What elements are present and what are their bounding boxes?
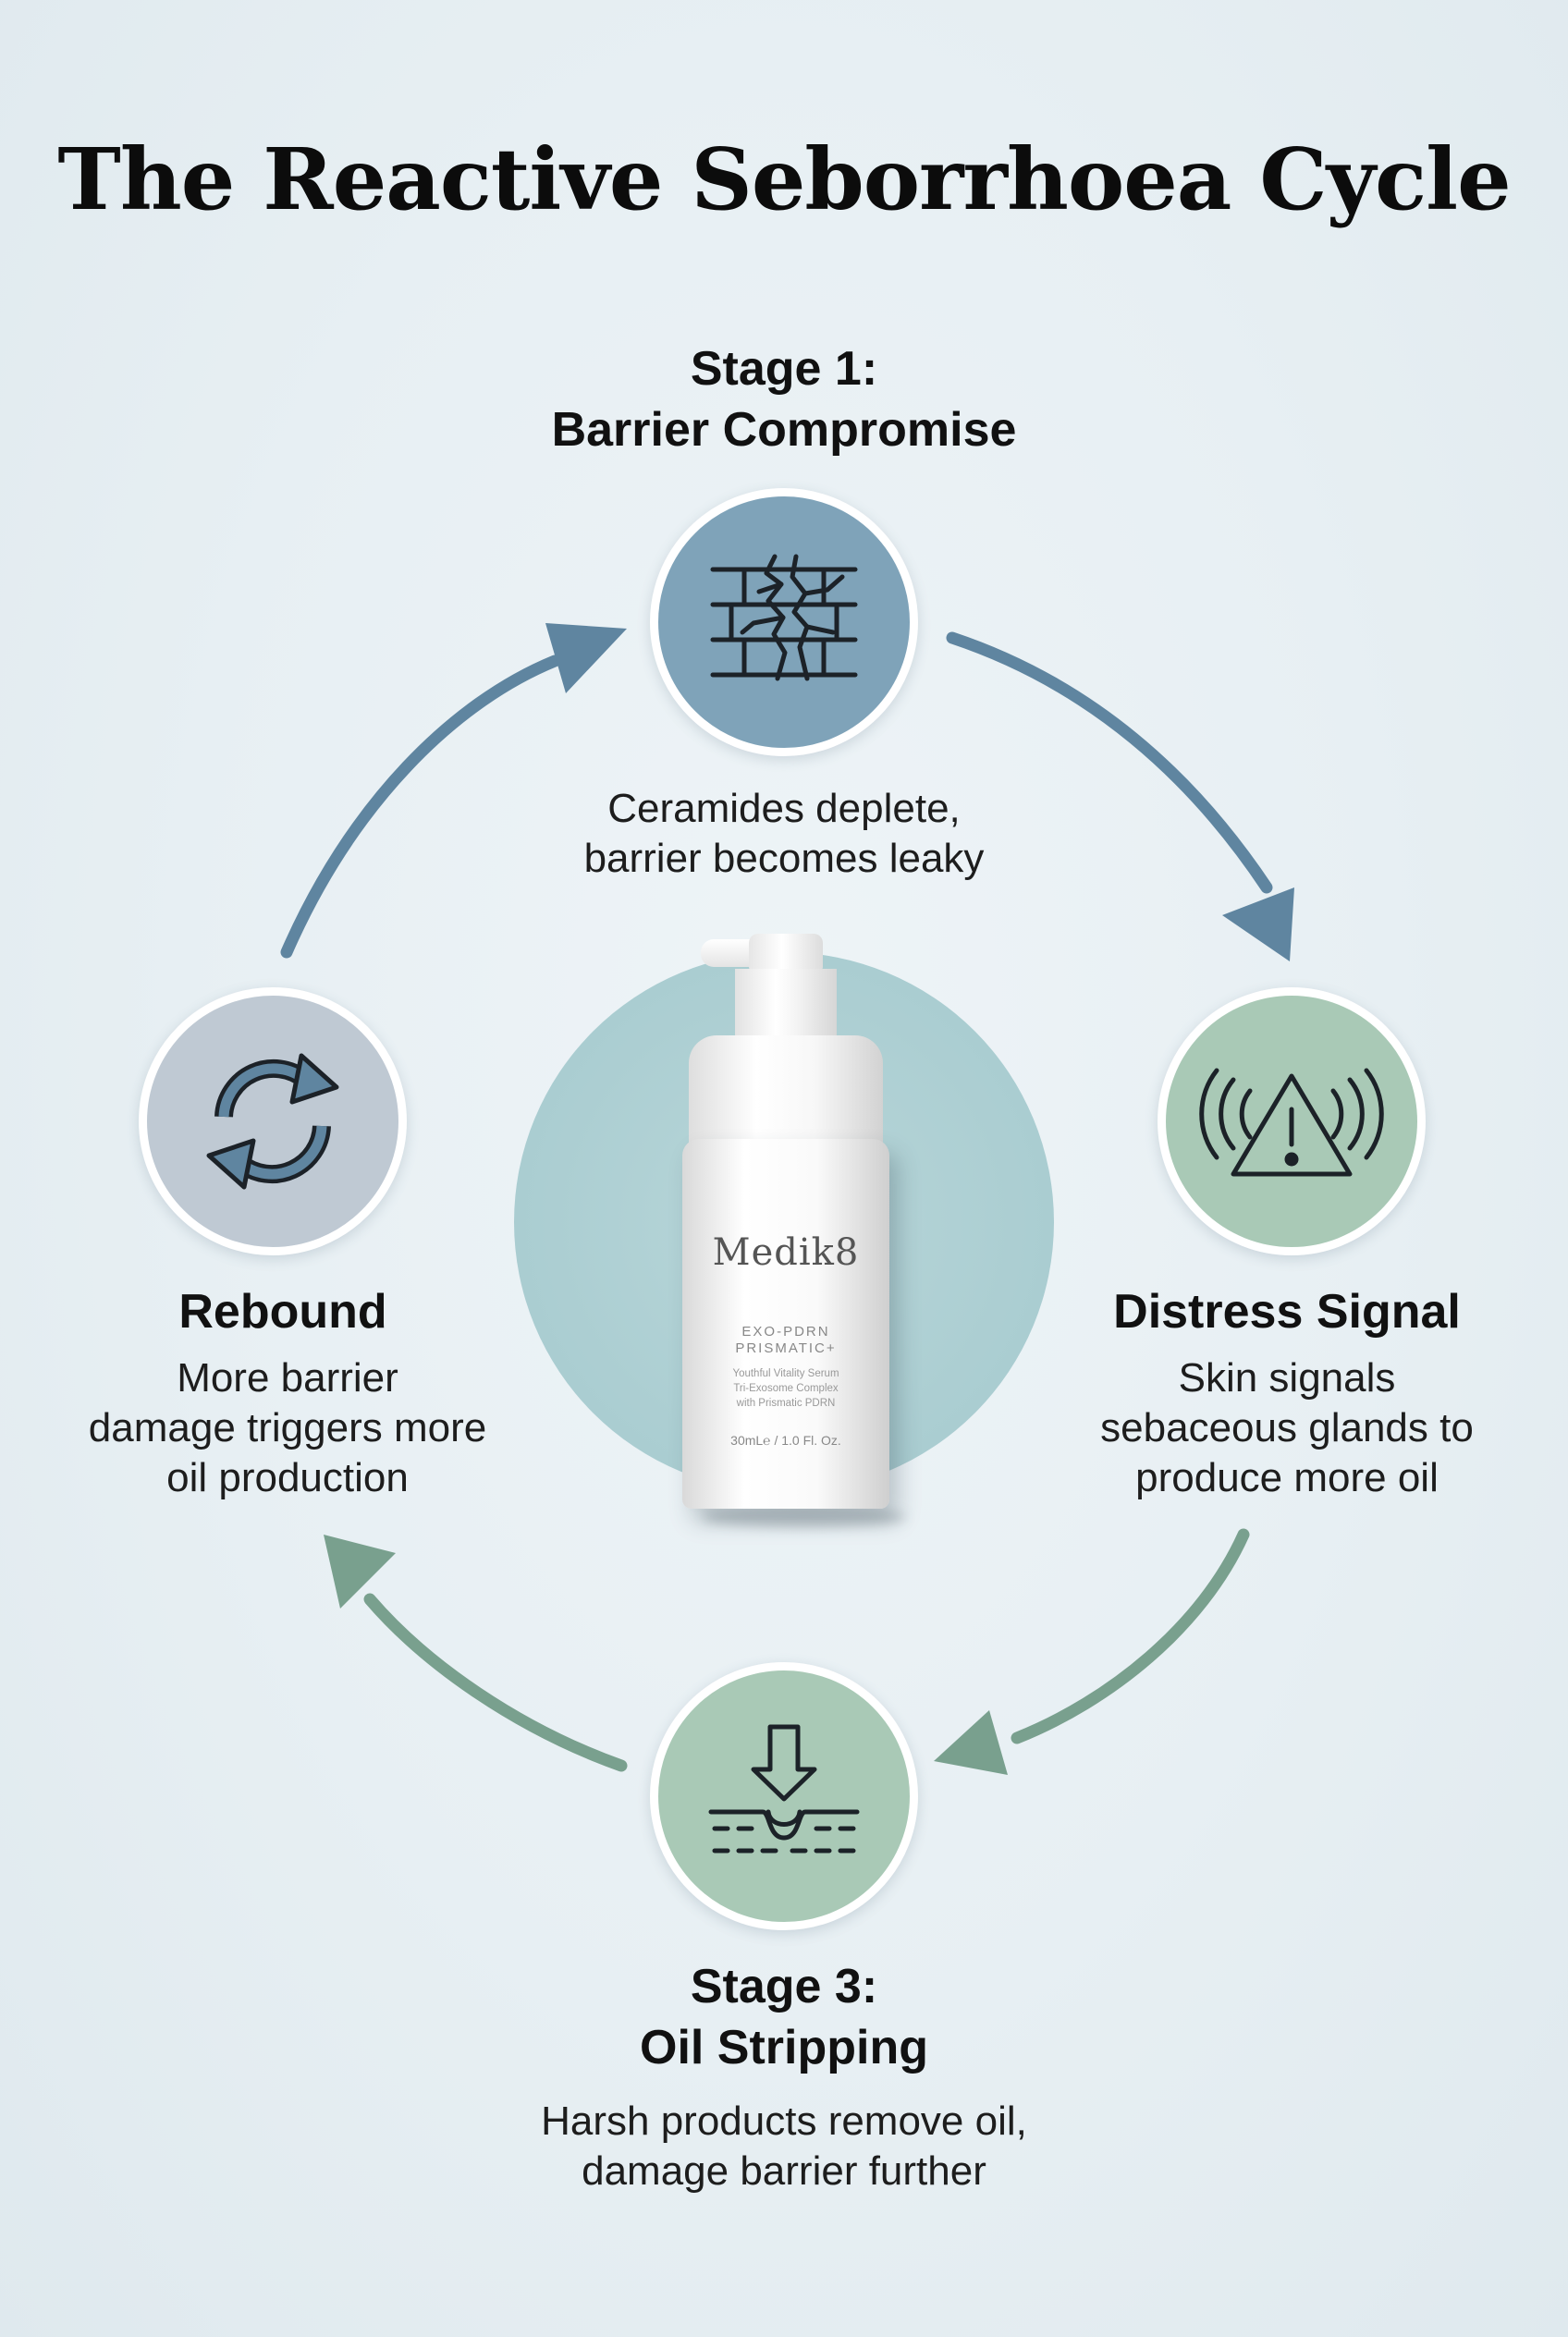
rebound-desc-line2: damage triggers more [88, 1405, 487, 1450]
arrow-rebound-to-stage1 [280, 623, 627, 959]
product-sub-line3: with Prismatic PDRN [736, 1398, 836, 1409]
product-size: 30mL℮ / 1.0 Fl. Oz. [730, 1433, 841, 1448]
stage3-heading: Stage 3: Oil Stripping [414, 1956, 1154, 2078]
rebound-icon-badge [139, 987, 407, 1255]
bottle-neck [735, 969, 837, 1043]
distress-desc-line2: sebaceous glands to [1100, 1405, 1474, 1450]
stage1-heading-line1: Stage 1: [690, 342, 878, 396]
stage3-heading-line1: Stage 3: [690, 1960, 878, 2013]
skin-pore-down-arrow-icon [708, 1724, 860, 1854]
stage3-desc-line1: Harsh products remove oil, [541, 2098, 1027, 2144]
rebound-desc-line1: More barrier [177, 1355, 398, 1401]
rebound-description: More barrier damage triggers more oil pr… [52, 1353, 523, 1503]
stage3-heading-line2: Oil Stripping [640, 2021, 928, 2074]
distress-icon-badge [1158, 987, 1426, 1255]
arrow-stage1-to-distress [946, 631, 1294, 961]
page-title: The Reactive Seborrhoea Cycle [57, 129, 1511, 229]
distress-description: Skin signals sebaceous glands to produce… [1056, 1353, 1518, 1503]
warning-signal-icon [1199, 1068, 1384, 1177]
distress-desc-line3: produce more oil [1135, 1455, 1439, 1500]
pump-cap [749, 934, 823, 971]
product-sub-line2: Tri-Exosome Complex [733, 1383, 839, 1394]
stage1-heading-line2: Barrier Compromise [551, 403, 1017, 457]
bottle-shoulder [689, 1035, 883, 1146]
distress-heading: Distress Signal [1113, 1285, 1461, 1339]
arrow-distress-to-stage3 [934, 1528, 1250, 1775]
product-name: EXO-PDRN PRISMATIC+ [682, 1324, 889, 1357]
stage3-desc-line2: damage barrier further [582, 2148, 986, 2194]
cracked-brick-wall-icon [710, 554, 858, 681]
stage1-desc-line2: barrier becomes leaky [583, 836, 985, 881]
stage1-icon-badge [650, 488, 918, 756]
product-subtitle: Youthful Vitality Serum Tri-Exosome Comp… [682, 1366, 889, 1411]
product-bottle: Medik8 EXO-PDRN PRISMATIC+ Youthful Vita… [647, 924, 925, 1535]
distress-desc-line1: Skin signals [1178, 1355, 1396, 1401]
stage1-description: Ceramides deplete, barrier becomes leaky [460, 784, 1108, 884]
arrow-stage3-to-rebound [324, 1535, 628, 1772]
product-brand: Medik8 [712, 1231, 860, 1274]
product-name-line1: EXO-PDRN [741, 1324, 830, 1340]
product-sub-line1: Youthful Vitality Serum [732, 1368, 839, 1379]
rebound-heading: Rebound [178, 1285, 387, 1339]
rebound-desc-line3: oil production [166, 1455, 409, 1500]
stage1-heading: Stage 1: Barrier Compromise [414, 338, 1154, 460]
product-name-line2: PRISMATIC+ [735, 1340, 837, 1356]
bottle-shadow [703, 1507, 906, 1527]
stage1-desc-line1: Ceramides deplete, [607, 786, 961, 831]
refresh-cycle-icon [206, 1053, 339, 1190]
stage3-icon-badge [650, 1662, 918, 1930]
bottle-body: Medik8 EXO-PDRN PRISMATIC+ Youthful Vita… [682, 1139, 889, 1509]
stage3-description: Harsh products remove oil, damage barrie… [414, 2097, 1154, 2196]
